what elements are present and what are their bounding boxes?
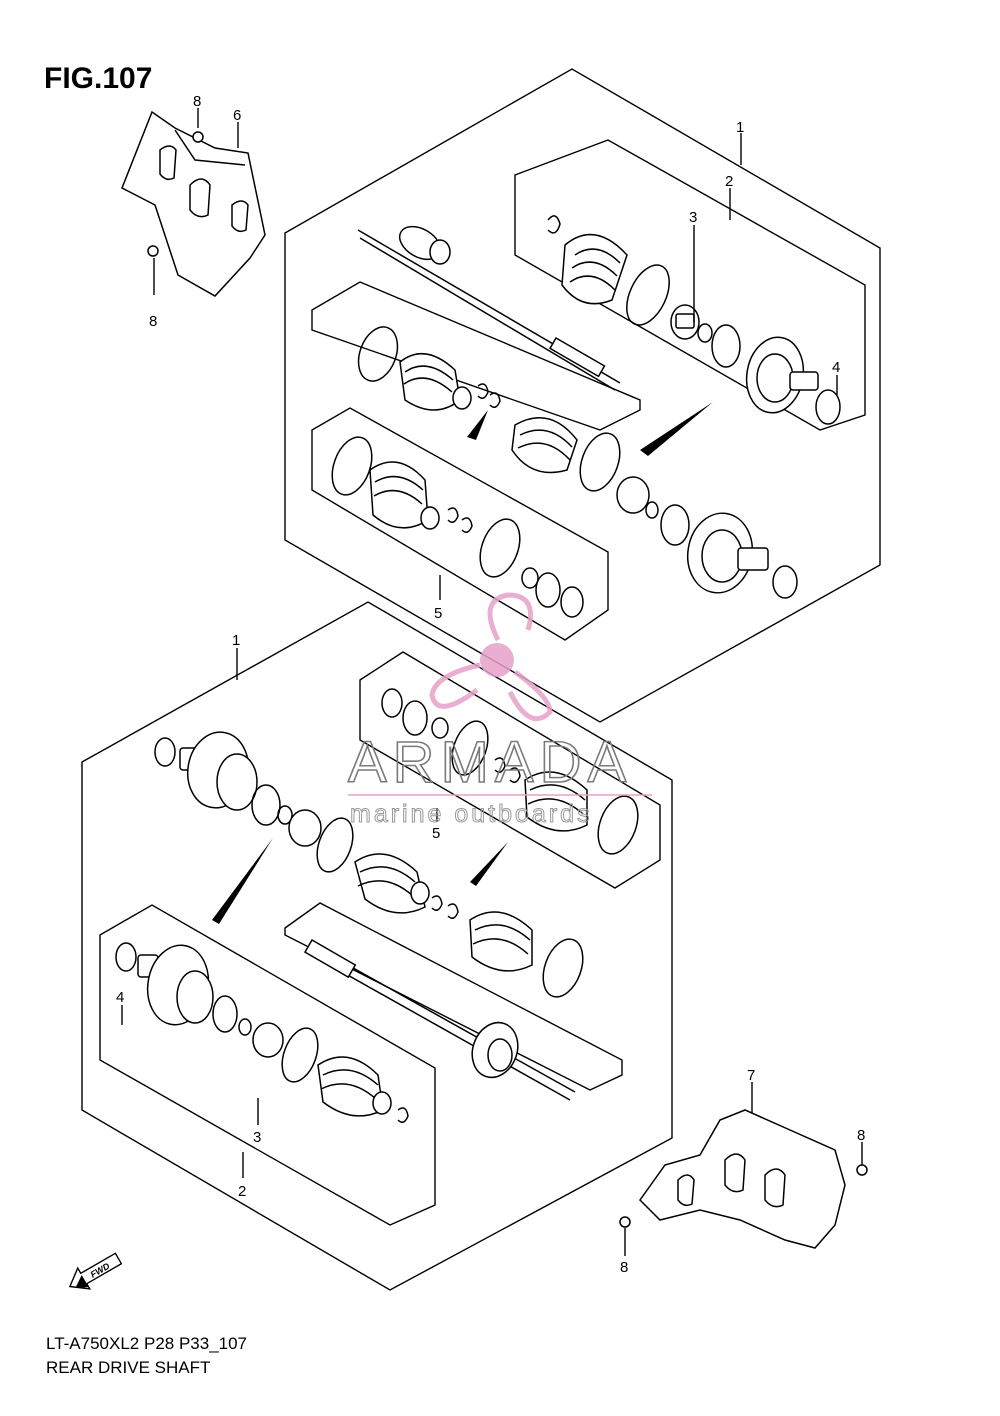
upper-arrow-a (467, 410, 488, 440)
callout-lower-circlip: 4 (116, 989, 124, 1006)
figure-title: FIG.107 (44, 62, 153, 95)
callout-lower-assembly: 1 (232, 632, 240, 649)
part-group-name: REAR DRIVE SHAFT (46, 1358, 211, 1377)
armada-logo (429, 592, 553, 722)
upper-boot-box-b (311, 407, 609, 641)
upper-joint-parts (547, 215, 841, 425)
callout-upper-boot-set: 5 (434, 605, 442, 622)
callout-upper-joint-kit: 2 (725, 173, 733, 190)
callout-upper-assembly: 1 (736, 119, 744, 136)
upper-arrow-b (640, 402, 713, 456)
upper-outer-joint (616, 476, 798, 599)
bracket-6 (121, 110, 266, 297)
callout-bolt-upper-bottom: 8 (149, 313, 157, 330)
fwd-arrow-icon: FWD (68, 1252, 123, 1290)
callout-bolt-lower-right: 8 (857, 1127, 865, 1144)
callout-bolt-lower-bottom: 8 (620, 1259, 628, 1276)
lower-shaft-assembly-outline (81, 601, 673, 1291)
callout-upper-joint-parts: 3 (689, 209, 697, 226)
upper-boot-set-a (357, 326, 621, 492)
lower-arrow-b (470, 842, 508, 886)
model-code: LT-A750XL2 P28 P33_107 (46, 1334, 248, 1353)
lower-boot-set-a (381, 688, 639, 855)
upper-boot-box-a (311, 281, 641, 431)
upper-joint-kit-box (514, 139, 866, 431)
lower-middle-boot (354, 853, 584, 998)
callout-lower-boot-set: 5 (432, 825, 440, 842)
lower-boot-box-b (284, 902, 623, 1091)
lower-outer-joint (154, 731, 354, 873)
upper-callout-leaders (153, 108, 838, 600)
callout-bolt-upper-top: 8 (193, 93, 201, 110)
upper-boot-set-b (331, 436, 584, 618)
lower-callout-leaders (121, 648, 863, 1256)
lower-boot-box-a (359, 651, 661, 889)
lower-joint-kit-box (99, 904, 436, 1226)
upper-shaft-assembly-outline (284, 68, 881, 723)
upper-axle-shaft (357, 225, 621, 391)
lower-axle-shaft (303, 938, 576, 1101)
bracket-7 (619, 1109, 868, 1249)
lower-arrow-a (212, 838, 273, 924)
watermark-brand: ARMADA (348, 730, 632, 795)
watermark-tagline: marine outboards (350, 800, 593, 828)
callout-lower-joint-kit: 2 (238, 1183, 246, 1200)
callout-bracket-lower: 7 (747, 1067, 755, 1084)
lower-joint-parts (115, 942, 409, 1123)
callout-upper-circlip: 4 (832, 359, 840, 376)
callout-bracket-upper: 6 (233, 107, 241, 124)
callout-lower-joint-parts: 3 (253, 1129, 261, 1146)
